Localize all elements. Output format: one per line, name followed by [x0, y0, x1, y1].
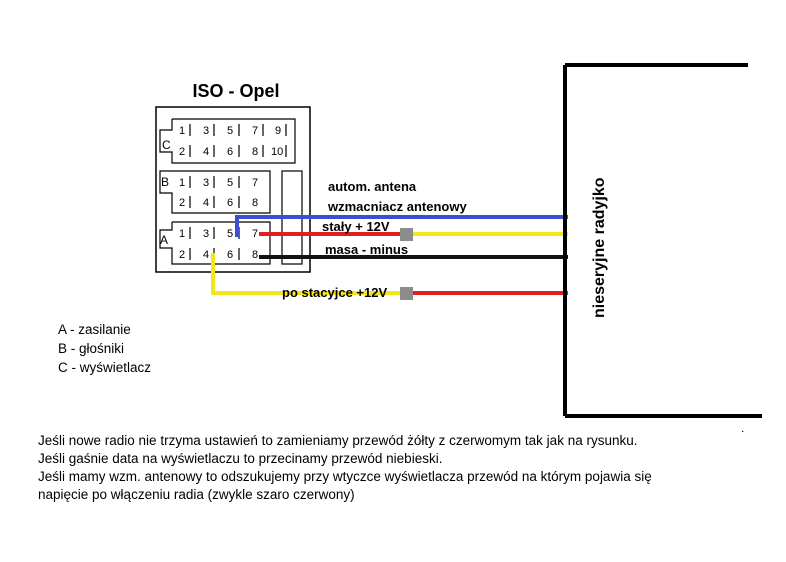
wire-joint-bottom — [400, 287, 413, 300]
pin-c-10: 10 — [271, 146, 283, 158]
radio-label: nieseryjne radyjko — [591, 177, 608, 318]
wire-joint-top — [400, 228, 413, 241]
label-masa-minus: masa - minus — [325, 242, 408, 257]
legend: A - zasilanie B - głośniki C - wyświetla… — [58, 320, 151, 377]
connector-c: C 1 3 5 7 9 2 4 6 8 10 — [159, 118, 296, 164]
label-autom-antena: autom. antena — [328, 179, 417, 194]
note-line-3: Jeśli mamy wzm. antenowy to odszukujemy … — [38, 469, 652, 484]
pin-c-7: 7 — [252, 125, 258, 137]
pin-b-8: 8 — [252, 197, 258, 209]
pin-c-4: 4 — [203, 146, 209, 158]
connector-title: ISO - Opel — [192, 81, 279, 101]
pin-a-6: 6 — [227, 249, 233, 261]
connector-b-letter: B — [161, 175, 169, 189]
legend-item-a: A - zasilanie — [58, 322, 131, 337]
stray-dot: . — [741, 421, 744, 435]
pin-b-1: 1 — [179, 177, 185, 189]
pin-b-3: 3 — [203, 177, 209, 189]
label-po-stacyjce: po stacyjce +12V — [282, 285, 387, 300]
pin-c-8: 8 — [252, 146, 258, 158]
pin-c-6: 6 — [227, 146, 233, 158]
notes: Jeśli nowe radio nie trzyma ustawień to … — [38, 432, 758, 504]
iso-connector-housing — [155, 106, 311, 273]
pin-c-5: 5 — [227, 125, 233, 137]
wire-blue — [235, 215, 568, 237]
pin-c-1: 1 — [179, 125, 185, 137]
wire-yellow-bottom — [211, 253, 403, 295]
note-line-4: napięcie po włączeniu radia (zwykle szar… — [38, 487, 355, 502]
pin-a-4: 4 — [203, 249, 209, 261]
pin-a-8: 8 — [252, 249, 258, 261]
pin-b-4: 4 — [203, 197, 209, 209]
pin-c-2: 2 — [179, 146, 185, 158]
label-wzmacniacz-antenowy: wzmacniacz antenowy — [327, 199, 467, 214]
pin-c-9: 9 — [275, 125, 281, 137]
pin-a-2: 2 — [179, 249, 185, 261]
note-line-1: Jeśli nowe radio nie trzyma ustawień to … — [38, 433, 638, 448]
legend-item-c: C - wyświetlacz — [58, 360, 152, 375]
pin-b-7: 7 — [252, 177, 258, 189]
pin-a-3: 3 — [203, 228, 209, 240]
connector-b: B 1 3 5 7 2 4 6 8 — [159, 170, 271, 214]
connector-b-outline — [159, 170, 271, 214]
pin-c-3: 3 — [203, 125, 209, 137]
label-staly-12v: stały + 12V — [322, 219, 390, 234]
pin-b-2: 2 — [179, 197, 185, 209]
pin-b-6: 6 — [227, 197, 233, 209]
radio-box — [563, 63, 762, 418]
legend-item-b: B - głośniki — [58, 341, 125, 356]
pin-a-7: 7 — [252, 228, 258, 240]
pin-b-5: 5 — [227, 177, 233, 189]
connector-c-outline — [159, 118, 296, 164]
note-line-2: Jeśli gaśnie data na wyświetlaczu to prz… — [38, 451, 443, 466]
connector-c-letter: C — [162, 138, 171, 152]
pin-a-1: 1 — [179, 228, 185, 240]
connector-a-letter: A — [160, 233, 168, 247]
pin-a-5: 5 — [227, 228, 233, 240]
